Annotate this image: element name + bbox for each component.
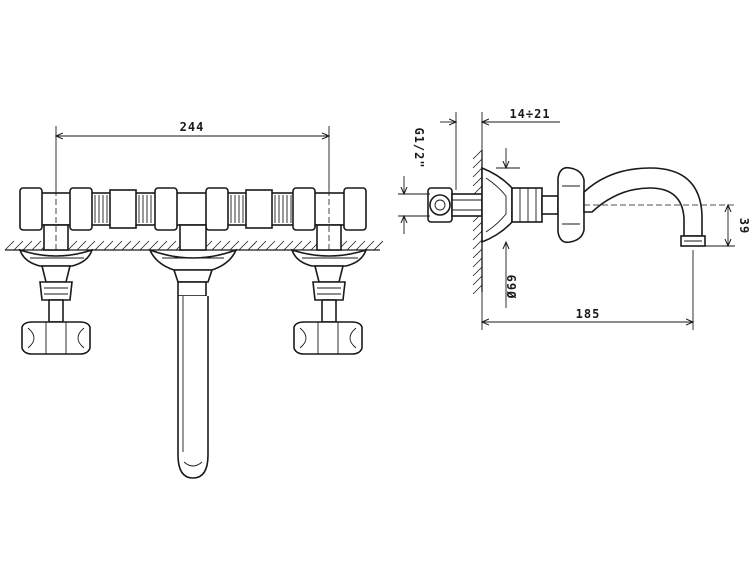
dimension-depth-range: 14÷21: [440, 107, 560, 190]
hatch-line: [229, 240, 240, 251]
hatch-line: [130, 240, 141, 251]
hatch-line: [103, 240, 114, 251]
hatch-line: [94, 240, 105, 251]
hatch-line: [472, 248, 483, 259]
hatch-line: [355, 240, 366, 251]
hatch-line: [4, 240, 15, 251]
label-depth-range: 14÷21: [509, 107, 550, 121]
hatch-line: [283, 240, 294, 251]
label-flange-diameter: Ø69: [505, 274, 519, 300]
inlet-connector: [427, 187, 483, 223]
hatch-line: [346, 240, 357, 251]
hatch-line: [13, 240, 24, 251]
hatch-line: [274, 240, 285, 251]
hatch-line: [67, 240, 78, 251]
dimension-spout-height: 39: [584, 205, 750, 246]
hatch-line: [301, 240, 312, 251]
hatch-line: [85, 240, 96, 251]
hatch-line: [148, 240, 159, 251]
hatch-line: [256, 240, 267, 251]
dimension-projection: 185: [482, 250, 693, 330]
label-spout-height: 39: [737, 218, 750, 234]
right-valve: [290, 248, 368, 355]
hatch-line: [139, 240, 150, 251]
hatch-line: [472, 257, 483, 268]
hatch-line: [211, 240, 222, 251]
valve-body-side: [511, 166, 585, 244]
flange-rosette: [481, 166, 513, 244]
hatch-line: [472, 149, 483, 160]
spout-side: [583, 167, 706, 247]
hatch-line: [220, 240, 231, 251]
side-view: 14÷21 G1/2" Ø69 185 3: [398, 107, 750, 330]
hatch-line: [472, 158, 483, 169]
hatch-line: [31, 240, 42, 251]
center-spout: [148, 248, 238, 479]
hatch-line: [76, 240, 87, 251]
hatch-line: [121, 240, 132, 251]
hatch-line: [472, 230, 483, 241]
hatch-line: [265, 240, 276, 251]
hatch-line: [472, 167, 483, 178]
hatch-line: [157, 240, 168, 251]
hatch-line: [22, 240, 33, 251]
label-front-width: 244: [180, 120, 205, 134]
hatch-line: [472, 176, 483, 187]
hatch-line: [364, 240, 375, 251]
hatch-line: [472, 221, 483, 232]
front-view: 244: [4, 120, 384, 479]
label-thread: G1/2": [412, 127, 426, 168]
hatch-line: [166, 240, 177, 251]
hatch-line: [112, 240, 123, 251]
wall-section-side: [472, 149, 483, 295]
manifold-body: [19, 187, 367, 251]
hatch-line: [472, 284, 483, 295]
dimension-flange-diameter: Ø69: [496, 148, 520, 308]
hatch-line: [247, 240, 258, 251]
dimension-thread: G1/2": [398, 127, 430, 234]
hatch-line: [472, 266, 483, 277]
hatch-line: [472, 275, 483, 286]
hatch-line: [472, 239, 483, 250]
left-valve: [18, 248, 94, 355]
hatch-line: [292, 240, 303, 251]
dimension-front-width: 244: [56, 120, 329, 250]
hatch-line: [238, 240, 249, 251]
hatch-line: [373, 240, 384, 251]
label-projection: 185: [576, 307, 601, 321]
